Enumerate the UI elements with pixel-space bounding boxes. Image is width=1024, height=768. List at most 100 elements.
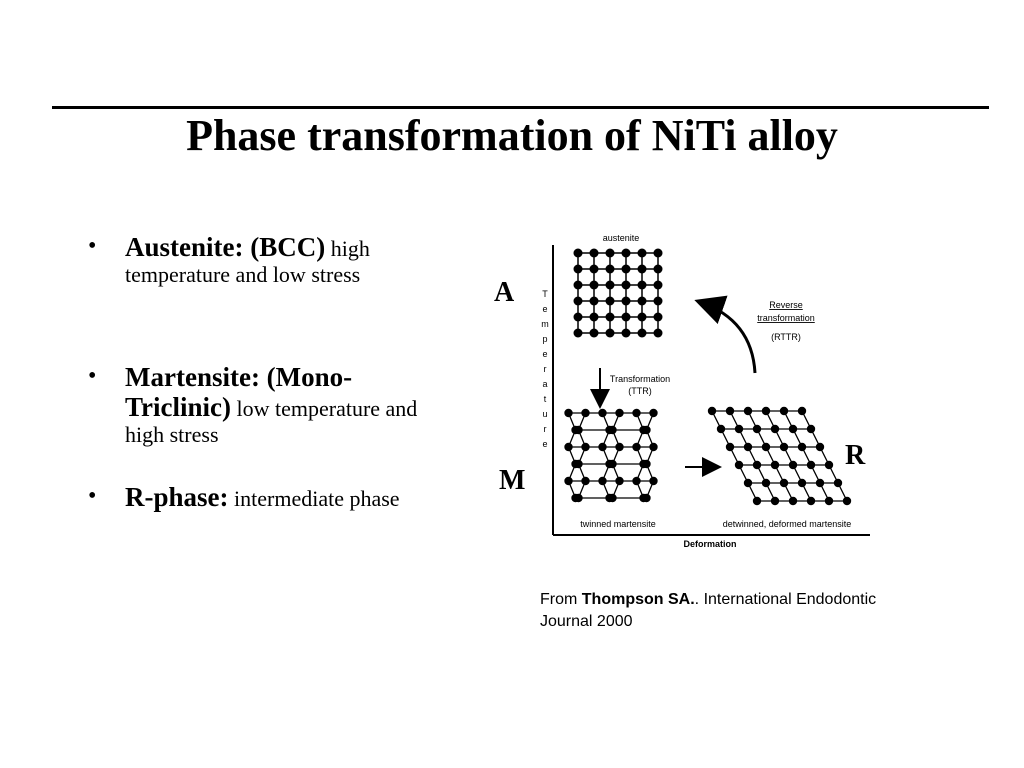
temperature-axis-letter: a	[542, 379, 547, 389]
atom	[734, 460, 744, 470]
atom	[608, 425, 617, 435]
atom	[637, 280, 647, 290]
bullet-dot: •	[88, 363, 97, 389]
atom	[589, 312, 599, 322]
region-label-a: A	[494, 277, 515, 308]
atom	[649, 408, 658, 418]
atom	[637, 328, 647, 338]
bullet-text: low temperature and high stress	[125, 396, 418, 447]
temperature-axis-letter: r	[544, 364, 547, 374]
atom	[752, 424, 762, 434]
atom	[608, 493, 617, 503]
bullet-text: high temperature and low stress	[125, 236, 370, 287]
atom	[573, 264, 583, 274]
atom	[621, 328, 631, 338]
atom	[642, 493, 651, 503]
region-label-r: R	[845, 440, 866, 471]
twinned-label: twinned martensite	[580, 519, 656, 529]
rttr-label: (RTTR)	[771, 332, 801, 342]
atom	[589, 280, 599, 290]
atom	[770, 496, 780, 506]
atom	[806, 460, 816, 470]
citation-prefix: From	[540, 591, 582, 608]
atom	[605, 264, 615, 274]
atom	[573, 328, 583, 338]
atom	[725, 442, 735, 452]
atom	[581, 442, 590, 452]
atom	[564, 476, 573, 486]
citation-rest: . International Endodontic Journal 2000	[540, 591, 877, 630]
twinned-martensite-lattice	[564, 408, 658, 503]
atom	[605, 312, 615, 322]
atom	[605, 280, 615, 290]
atom	[642, 459, 651, 469]
reverse-label-2: transformation	[757, 313, 815, 323]
atom	[761, 478, 771, 488]
atom	[743, 478, 753, 488]
atom	[621, 264, 631, 274]
bullet-martensite: • Martensite: (Mono-Triclinic) low tempe…	[88, 362, 448, 448]
atom	[598, 442, 607, 452]
atom	[574, 425, 583, 435]
citation: From Thompson SA.. International Endodon…	[540, 589, 900, 633]
region-label-m: M	[499, 465, 526, 496]
atom	[797, 478, 807, 488]
atom	[743, 442, 753, 452]
deformation-axis-label: Deformation	[683, 539, 736, 549]
atom	[621, 280, 631, 290]
atom	[653, 264, 663, 274]
atom	[770, 424, 780, 434]
atom	[615, 442, 624, 452]
detwinned-label: detwinned, deformed martensite	[723, 519, 852, 529]
bullet-austenite: • Austenite: (BCC) high temperature and …	[88, 232, 448, 288]
atom	[779, 442, 789, 452]
atom	[573, 280, 583, 290]
bullet-text: intermediate phase	[228, 486, 400, 511]
atom	[833, 478, 843, 488]
atom	[621, 312, 631, 322]
bullet-heading: R-phase:	[125, 482, 229, 512]
atom	[637, 296, 647, 306]
atom	[621, 248, 631, 258]
bullet-heading: Martensite: (Mono-Triclinic)	[125, 362, 353, 422]
atom	[653, 248, 663, 258]
atom	[581, 408, 590, 418]
bullet-r-phase: • R-phase: intermediate phase	[88, 482, 448, 512]
atom	[564, 442, 573, 452]
atom	[788, 496, 798, 506]
atom	[605, 296, 615, 306]
detwinned-martensite-lattice	[707, 406, 852, 506]
atom	[752, 460, 762, 470]
atom	[632, 442, 641, 452]
temperature-axis-letter: e	[542, 439, 547, 449]
atom	[824, 496, 834, 506]
atom	[621, 296, 631, 306]
temperature-axis-letter: r	[544, 424, 547, 434]
austenite-lattice	[573, 248, 663, 338]
atom	[752, 496, 762, 506]
atom	[779, 478, 789, 488]
atom	[574, 459, 583, 469]
title-rule	[52, 106, 989, 109]
slide-title: Phase transformation of NiTi alloy	[186, 111, 838, 160]
atom	[743, 406, 753, 416]
atom	[589, 296, 599, 306]
atom	[779, 406, 789, 416]
ttr-label: (TTR)	[628, 386, 652, 396]
bullet-dot: •	[88, 233, 97, 259]
atom	[642, 425, 651, 435]
atom	[653, 280, 663, 290]
atom	[605, 248, 615, 258]
atom	[815, 442, 825, 452]
atom	[605, 328, 615, 338]
atom	[615, 408, 624, 418]
transformation-label: Transformation	[610, 374, 670, 384]
atom	[797, 406, 807, 416]
atom	[637, 248, 647, 258]
atom	[589, 264, 599, 274]
atom	[725, 406, 735, 416]
atom	[589, 248, 599, 258]
temperature-axis-letter: p	[542, 334, 547, 344]
